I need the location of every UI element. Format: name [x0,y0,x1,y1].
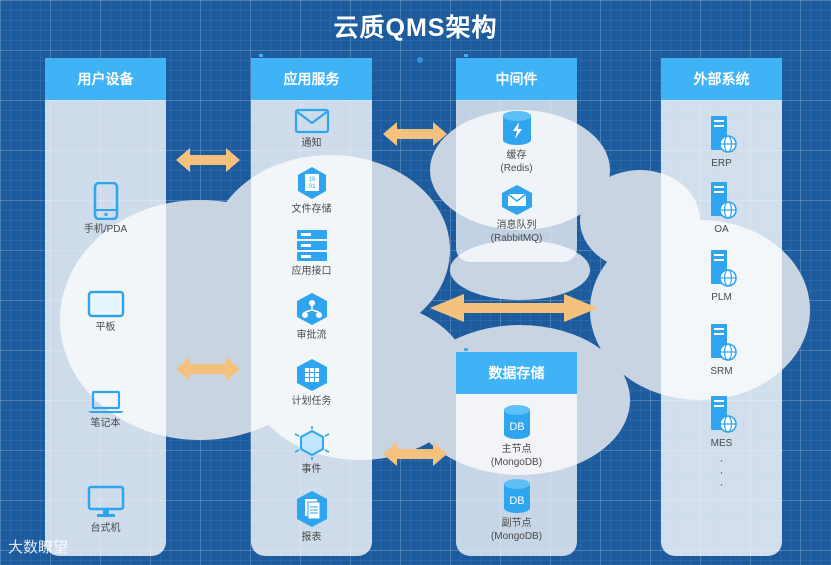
double-arrow-icon [383,442,447,466]
service-api: 应用接口 [251,228,372,278]
double-arrow-icon [176,148,240,172]
service-event: 事件 [251,426,372,476]
server-globe-icon [710,396,737,433]
item-label: 笔记本 [90,418,121,429]
service-notify: 通知 [251,108,372,150]
panel-user-devices: 用户设备 手机/PDA 平板 笔记本 [45,58,166,556]
workflow-icon [296,293,327,325]
item-label: ERP [711,158,732,169]
item-label: 主节点 [501,444,532,455]
storage-primary: DB 主节点 (MongoDB) [456,404,577,469]
panel-title: 外部系统 [661,58,782,100]
device-laptop: 笔记本 [45,390,166,430]
grid-task-icon [296,359,327,391]
service-workflow: 审批流 [251,292,372,342]
panel-data-storage: 数据存储 DB 主节点 (MongoDB) DB 副节点 (MongoDB) [456,348,577,556]
external-oa: OA [661,180,782,236]
item-label: 应用接口 [291,266,332,277]
item-label: 文件存储 [291,204,332,215]
item-label: 报表 [301,532,322,543]
item-label: 平板 [95,322,116,333]
server-globe-icon [710,324,737,361]
item-sublabel: (Redis) [500,163,533,174]
server-globe-icon [710,116,737,153]
service-file-storage: 10 01 文件存储 [251,166,372,216]
docker-icon [457,348,478,364]
service-report: 报表 [251,490,372,544]
cache-cylinder-icon [502,111,531,145]
svg-text:DB: DB [509,421,524,433]
panel-middleware: 中间件 缓存 (Redis) 消息队列 (RabbitMQ) [456,54,577,262]
svg-text:01: 01 [308,183,316,190]
item-label: 事件 [301,464,322,475]
device-tablet: 平板 [45,290,166,334]
external-mes: MES [661,394,782,450]
mail-icon [294,108,329,134]
item-label: 审批流 [296,330,327,341]
double-arrow-icon [383,122,447,146]
page-title: 云质QMS架构 [333,14,498,42]
panel-title: 用户设备 [45,58,166,100]
server-globe-icon [710,250,737,287]
phone-icon [93,182,118,220]
report-icon [296,491,327,527]
device-desktop: 台式机 [45,485,166,535]
server-globe-icon [710,182,737,219]
item-label: 手机/PDA [83,224,128,235]
watermark: 大数瞭望 [8,539,69,556]
db-icon: DB [503,479,530,513]
external-plm: PLM [661,248,782,304]
hexagon-event-icon [294,426,329,460]
laptop-icon [87,390,124,413]
item-label: 副节点 [501,518,532,529]
desktop-icon [87,485,124,517]
tablet-icon [87,290,124,318]
item-label: SRM [710,366,733,377]
storage-secondary: DB 副节点 (MongoDB) [456,478,577,543]
docker-icon [457,54,478,70]
item-label: 消息队列 [496,220,537,231]
item-label: PLM [711,292,732,303]
item-sublabel: (MongoDB) [490,457,543,468]
device-phone: 手机/PDA [45,182,166,236]
item-label: OA [714,224,729,235]
more-ellipsis: · · · [719,453,724,491]
middleware-mq: 消息队列 (RabbitMQ) [456,184,577,245]
docker-icon [252,54,273,70]
item-label: 缓存 [506,150,527,161]
external-srm: SRM [661,322,782,378]
item-label: 计划任务 [291,396,332,407]
item-label: MES [710,438,733,449]
panel-app-services: 应用服务 通知 10 01 文件存储 [251,54,372,556]
external-erp: ERP [661,114,782,170]
item-sublabel: (MongoDB) [490,531,543,542]
db-icon: DB [503,405,530,439]
middleware-cache: 缓存 (Redis) [456,110,577,175]
panel-external-systems: 外部系统 ERP OA [661,58,782,556]
item-sublabel: (RabbitMQ) [490,233,543,244]
svg-text:DB: DB [509,495,524,507]
double-arrow-icon [430,294,598,322]
binary-file-icon: 10 01 [297,167,326,199]
item-label: 通知 [301,138,322,149]
message-queue-icon [501,185,532,215]
server-rack-icon [296,230,327,261]
item-label: 台式机 [90,523,121,534]
svg-text:10: 10 [308,176,316,183]
double-arrow-icon [176,357,240,381]
service-scheduled-task: 计划任务 [251,358,372,408]
